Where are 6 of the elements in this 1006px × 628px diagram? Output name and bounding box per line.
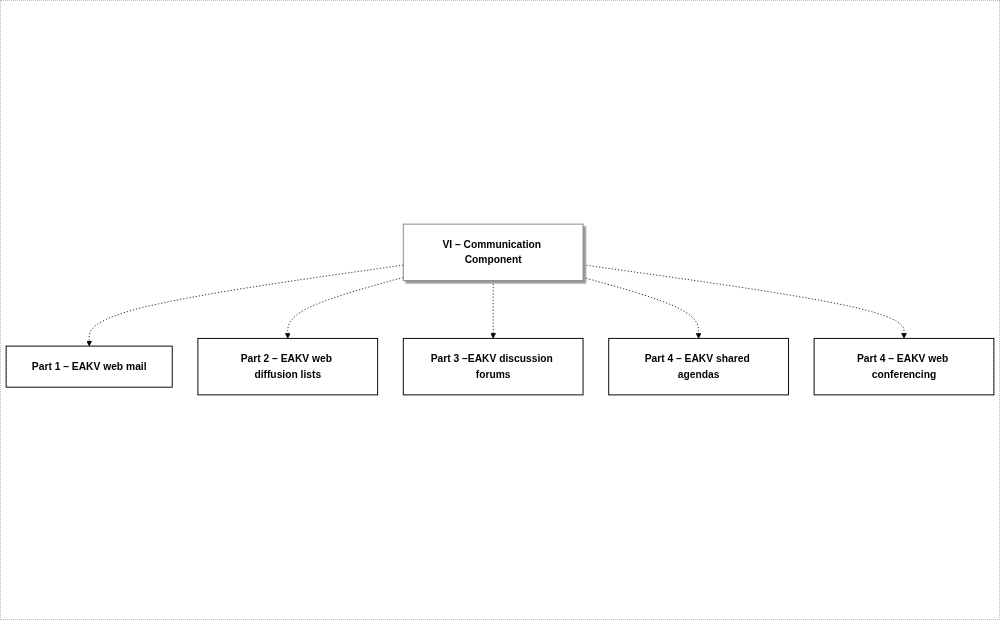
node-box: VI – Communication Component — [402, 224, 584, 282]
node-box: Part 2 – EAKV web diffusion lists — [197, 338, 379, 396]
node-box: Part 4 – EAKV web conferencing — [813, 338, 995, 396]
node-box: Part 1 – EAKV web mail — [5, 346, 173, 389]
node-box: Part 4 – EAKV shared agendas — [608, 338, 789, 396]
node-box: Part 3 –EAKV discussion forums — [402, 338, 584, 396]
